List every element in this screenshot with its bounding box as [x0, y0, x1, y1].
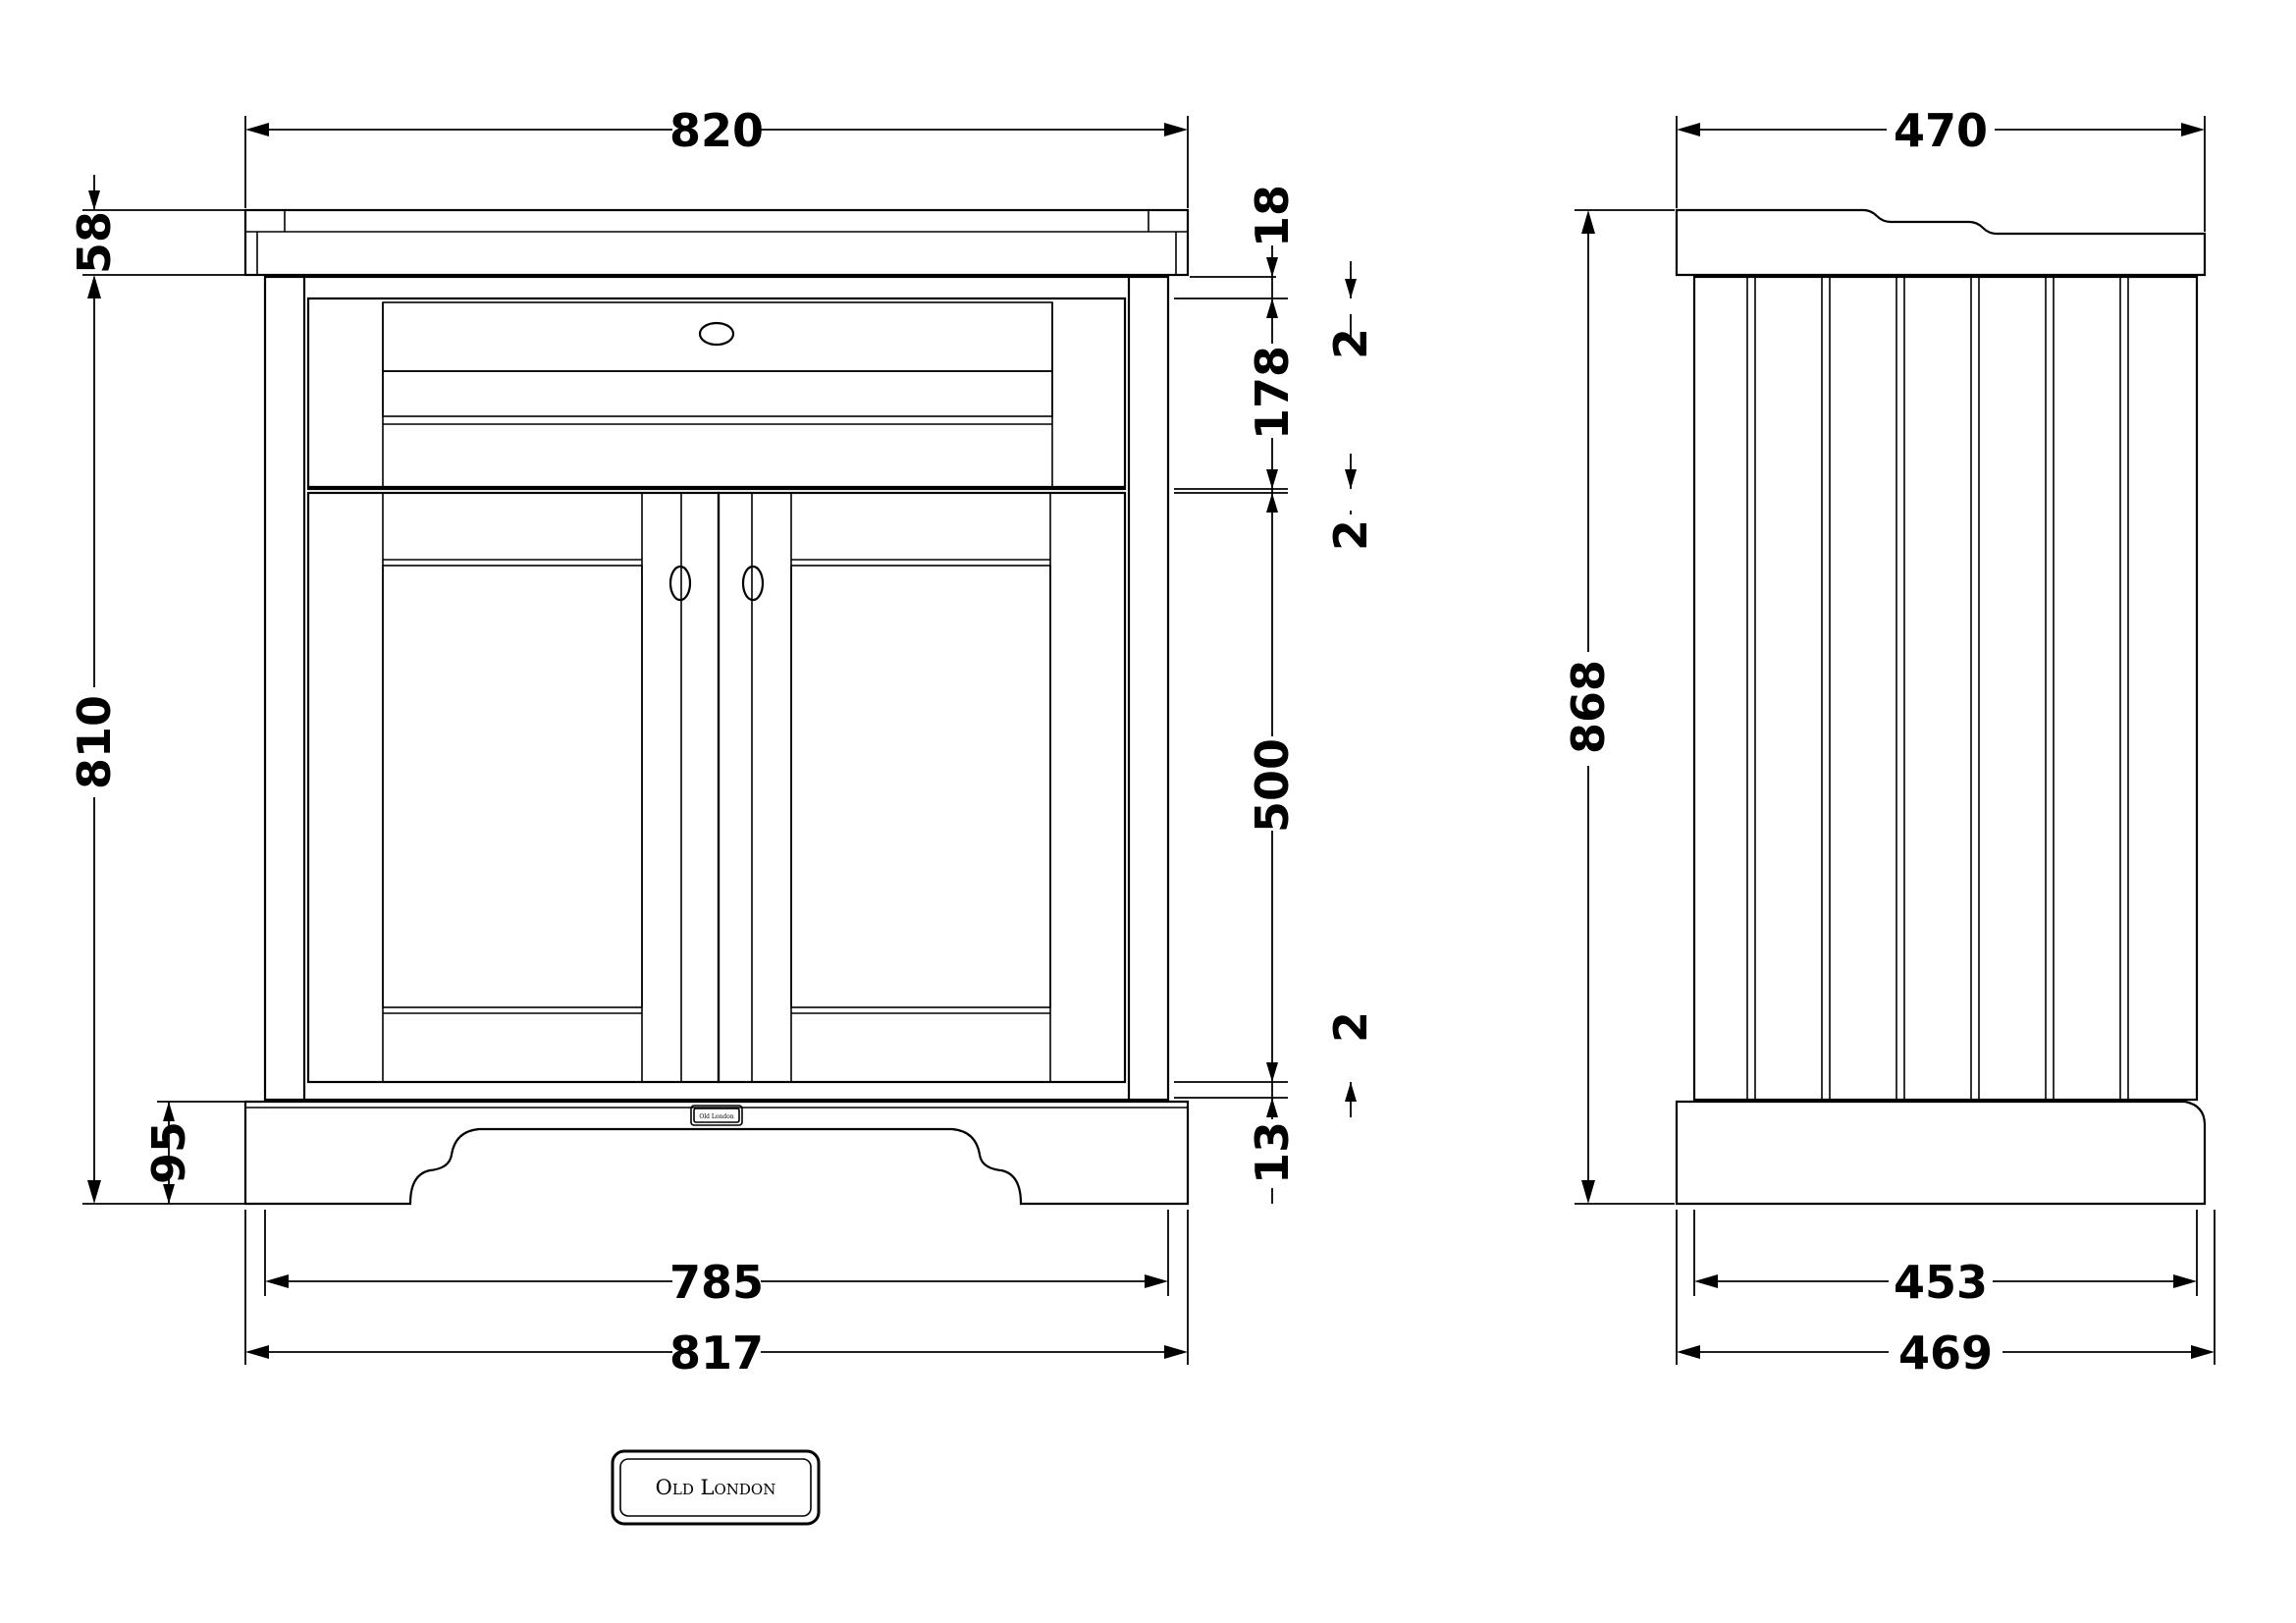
- dim-817: 817: [669, 1326, 764, 1380]
- logo-text: Old London: [656, 1476, 776, 1499]
- front-elevation: Old London: [243, 208, 1190, 1206]
- dim-453: 453: [1894, 1256, 1988, 1309]
- front-carcass: [263, 275, 1170, 1102]
- right-door-handle: [741, 565, 765, 602]
- plinth-badge-text: Old London: [699, 1113, 734, 1120]
- dim-58: 58: [68, 211, 121, 274]
- side-plinth: [1675, 1100, 2207, 1206]
- drawer-front: [306, 297, 1127, 491]
- dim-18: 18: [1246, 185, 1299, 247]
- side-carcass: [1692, 275, 2199, 1102]
- dim-820: 820: [669, 104, 764, 157]
- side-elevation: [1675, 208, 2207, 1206]
- front-worktop: [243, 208, 1190, 277]
- dim-2-top: 2: [1324, 328, 1377, 359]
- front-plinth: [243, 1100, 1190, 1206]
- dim-2-mid: 2: [1324, 519, 1377, 551]
- left-door-handle: [668, 565, 692, 602]
- dim-785: 785: [669, 1256, 764, 1309]
- side-dimensions: 470 868 453 469: [1562, 104, 2216, 1380]
- plinth-badge: Old London: [690, 1105, 743, 1126]
- dim-95: 95: [142, 1121, 195, 1184]
- side-panel-grooves: [1746, 277, 2129, 1100]
- right-door: [717, 491, 1127, 1084]
- front-dimensions: 820 58 810 95 18: [68, 104, 1377, 1380]
- dim-500: 500: [1246, 738, 1299, 833]
- dim-810: 810: [68, 695, 121, 789]
- dim-868: 868: [1562, 660, 1615, 754]
- dim-469: 469: [1898, 1326, 1993, 1380]
- dim-178: 178: [1246, 346, 1299, 440]
- left-door: [306, 491, 721, 1084]
- dim-2-bottom: 2: [1324, 1011, 1377, 1043]
- drawer-handle: [698, 321, 735, 347]
- side-worktop: [1675, 208, 2207, 277]
- brand-logo: Old London: [611, 1449, 821, 1526]
- dim-470: 470: [1894, 104, 1988, 157]
- dim-13: 13: [1246, 1121, 1299, 1184]
